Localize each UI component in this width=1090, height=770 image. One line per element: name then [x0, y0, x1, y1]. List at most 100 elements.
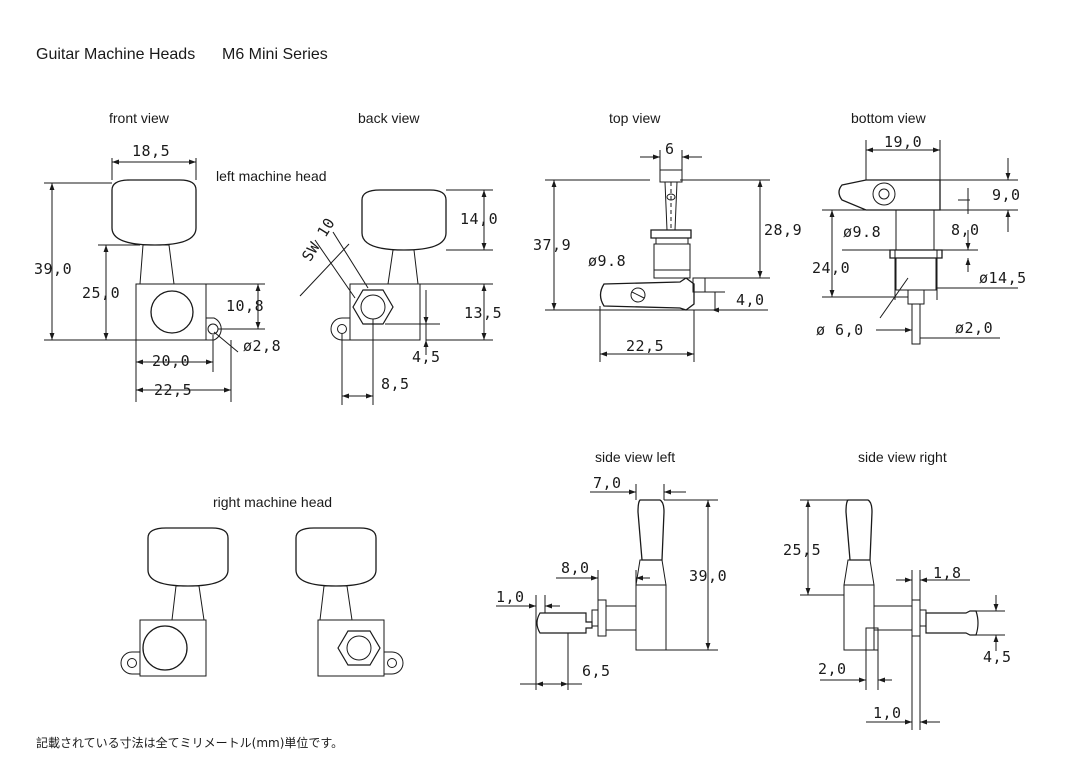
side-right-dim-1-8: 1,8 [933, 564, 962, 582]
back-hex-nut [353, 290, 393, 324]
top-bushing [656, 238, 688, 244]
side-right-dim-2: 2,0 [818, 660, 847, 678]
front-post-circle [151, 291, 193, 333]
left-machine-head-title: left machine head [216, 168, 327, 184]
right-tab-1 [121, 652, 140, 674]
side-view-right-title: side view right [858, 449, 947, 465]
back-view-title: back view [358, 110, 420, 126]
front-dim-width-20: 20,0 [152, 352, 191, 370]
front-dim-post-height: 25,0 [82, 284, 121, 302]
right-housing-1 [140, 620, 206, 676]
front-view-title: front view [109, 110, 169, 126]
front-dim-hole-dia: ø2,8 [243, 337, 282, 355]
top-dim-28: 28,9 [764, 221, 803, 239]
side-left-dim-6: 6,5 [582, 662, 611, 680]
units-footnote: 記載されている寸法は全てミリメートル(mm)単位です。 [36, 736, 344, 750]
top-dim-6: 6 [665, 140, 675, 158]
right-hex-nut-2 [338, 631, 380, 665]
side-right-knob [846, 500, 872, 560]
bottom-dim-24: 24,0 [812, 259, 851, 277]
page-title: Guitar Machine Heads [36, 46, 196, 63]
side-left-dim-1: 1,0 [496, 588, 525, 606]
top-view-drawing [545, 150, 770, 362]
side-left-dim-7: 7,0 [593, 474, 622, 492]
top-nut [654, 244, 690, 278]
side-left-dim-8: 8,0 [561, 559, 590, 577]
bottom-shaft [896, 210, 934, 250]
side-right-dim-4: 4,5 [983, 648, 1012, 666]
side-left-post [537, 613, 592, 633]
side-view-left-title: side view left [595, 449, 676, 465]
back-tab [331, 318, 350, 340]
right-knob-2 [296, 528, 376, 586]
top-key [601, 278, 695, 310]
back-dim-8: 8,5 [381, 375, 410, 393]
top-dim-37: 37,9 [533, 236, 572, 254]
back-housing [350, 284, 420, 340]
top-washer [651, 230, 691, 238]
front-dim-total-height: 39,0 [34, 260, 73, 278]
top-post-cap [660, 170, 682, 182]
side-right-washer [912, 600, 920, 636]
front-screw-hole [208, 324, 218, 334]
bottom-dim-8: 8,0 [951, 221, 980, 239]
bottom-nut [896, 258, 936, 290]
side-right-post [926, 611, 978, 635]
right-tab-2 [384, 652, 403, 674]
back-dim-13: 13,5 [464, 304, 503, 322]
side-left-housing [636, 585, 666, 650]
bottom-dim-19: 19,0 [884, 133, 923, 151]
bottom-dim-9: 9,0 [992, 186, 1021, 204]
top-dim-22: 22,5 [626, 337, 665, 355]
right-stem-2 [320, 586, 352, 620]
side-right-tab [866, 628, 878, 650]
front-housing [136, 284, 206, 340]
bottom-dim-d6: ø 6,0 [816, 321, 864, 339]
front-dim-hole-offset: 10,8 [226, 297, 265, 315]
front-stem [140, 245, 174, 284]
top-side-block [693, 278, 705, 292]
back-dim-button-height: 14,0 [460, 210, 499, 228]
side-left-knob [638, 500, 664, 560]
back-screw-hole [338, 325, 347, 334]
front-knob [112, 180, 196, 245]
side-view-left-drawing [496, 484, 718, 690]
top-post-hole [667, 194, 675, 200]
back-post-circle [361, 295, 385, 319]
bottom-post [912, 304, 920, 344]
bottom-washer [890, 250, 942, 258]
bottom-screw-outer [873, 183, 895, 205]
side-right-bushing [874, 606, 912, 630]
top-view-title: top view [609, 110, 661, 126]
side-right-dim-25: 25,5 [783, 541, 822, 559]
right-screw-hole-1 [128, 659, 137, 668]
right-knob-1 [148, 528, 228, 586]
bottom-dim-d2: ø2,0 [955, 319, 994, 337]
back-stem [388, 250, 418, 284]
bottom-dim-d14: ø14,5 [979, 269, 1027, 287]
top-screw [631, 288, 645, 302]
front-dim-width-button: 18,5 [132, 142, 171, 160]
right-machine-head-title: right machine head [213, 494, 333, 510]
bottom-dim-d9: ø9.8 [843, 223, 882, 241]
side-right-stem [844, 560, 874, 585]
side-right-housing [844, 585, 874, 650]
front-dim-width-22: 22,5 [154, 381, 193, 399]
side-view-right-drawing [800, 500, 1005, 730]
bottom-view-drawing [822, 140, 1018, 344]
side-right-flange [920, 610, 926, 626]
side-left-stem [636, 560, 666, 585]
right-post-circle-1 [143, 626, 187, 670]
bottom-view-title: bottom view [851, 110, 926, 126]
right-screw-hole-2 [388, 659, 397, 668]
bottom-post-base [908, 290, 924, 304]
front-view-drawing [44, 158, 265, 402]
series-title: M6 Mini Series [222, 46, 328, 63]
top-dim-9: ø9.8 [588, 252, 627, 270]
side-left-dim-39: 39,0 [689, 567, 728, 585]
back-dim-4: 4,5 [412, 348, 441, 366]
back-knob [362, 190, 446, 250]
right-stem-1 [172, 586, 204, 620]
